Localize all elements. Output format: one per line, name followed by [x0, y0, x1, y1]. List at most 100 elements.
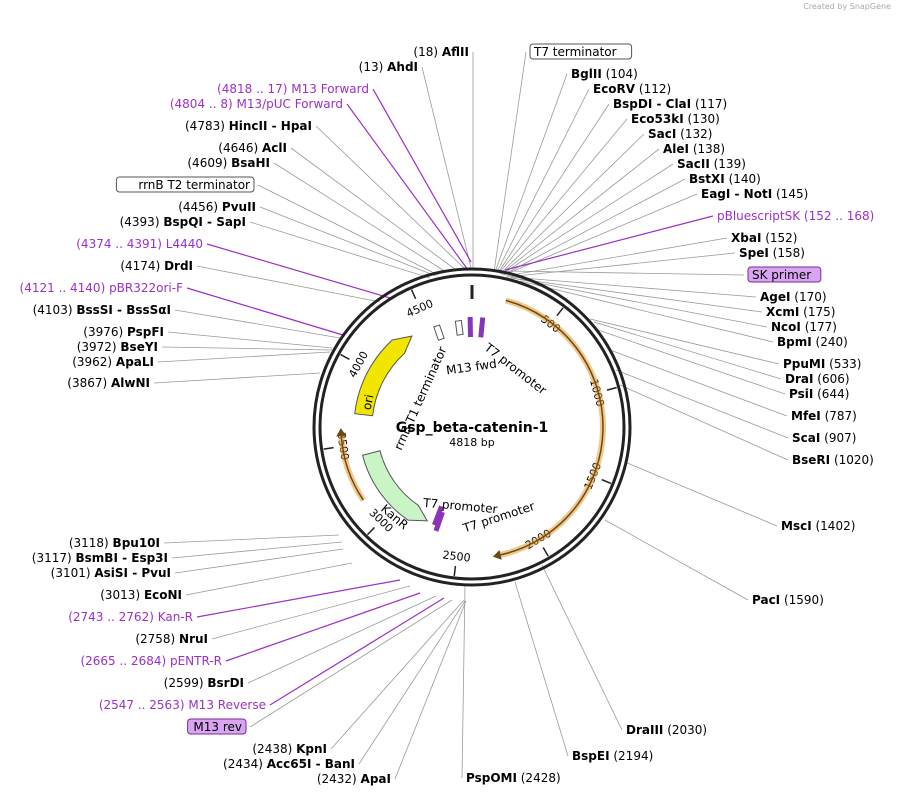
- orf-arrowhead-0: [492, 549, 502, 560]
- site-position: (2432): [317, 772, 361, 786]
- left-label-pbr322ori-f: (4121 .. 4140) pBR322ori-F: [20, 281, 184, 295]
- right-leader-xbai: [505, 237, 728, 277]
- right-label-bseri: BseRI (1020): [792, 453, 874, 467]
- site-name: AhdI: [387, 60, 418, 74]
- right-leader-spei: [506, 252, 736, 278]
- site-position: (4783): [185, 119, 229, 133]
- right-label-sk-primer: SK primer: [752, 268, 811, 282]
- left-label-acc65i-bani: (2434) Acc65I - BanI: [223, 757, 355, 771]
- site-name: EagI - NotI: [701, 187, 772, 201]
- left-leader-hincii-hpai: [315, 125, 465, 269]
- site-position: (2665 .. 2684): [80, 654, 170, 668]
- site-position: (4818 .. 17): [217, 82, 291, 96]
- right-leader-bglii: [494, 73, 568, 273]
- left-label-rrnb-t2-terminator: rrnB T2 terminator: [138, 178, 250, 192]
- right-label-mfei: MfeI (787): [791, 409, 857, 423]
- right-label-draiii: DraIII (2030): [626, 723, 707, 737]
- right-label-ppumi: PpuMI (533): [783, 357, 861, 371]
- left-leader-bsmbi-esp3i: [171, 541, 343, 559]
- site-name: AleI: [663, 142, 689, 156]
- left-label-asisi-pvui: (3101) AsiSI - PvuI: [51, 566, 171, 580]
- site-position: (2758): [135, 632, 179, 646]
- right-label-agei: AgeI (170): [760, 290, 827, 304]
- left-leader-pvuii: [259, 206, 437, 277]
- left-leader-ahdi: [421, 66, 472, 269]
- site-name: AlwNI: [111, 376, 150, 390]
- snapgene-credit: Created by SnapGene: [803, 2, 891, 11]
- left-leader-rrnb-t2-terminator: [257, 184, 439, 276]
- site-name: MscI: [781, 519, 812, 533]
- site-position: (4393): [120, 215, 164, 229]
- right-leader-msci: [624, 461, 778, 527]
- right-leader-pspomi: [461, 584, 466, 779]
- right-leader-ncoi: [511, 277, 768, 328]
- left-leader-bpu10i: [163, 534, 340, 544]
- left-leader-l4440: [206, 243, 391, 299]
- site-position: (139): [710, 157, 746, 171]
- site-name: Kan-R: [158, 610, 193, 624]
- site-position: (1590): [780, 593, 824, 607]
- site-name: KpnI: [296, 742, 327, 756]
- left-label-l4440: (4374 .. 4391) L4440: [76, 237, 203, 251]
- label-leader-lines: [153, 51, 789, 780]
- site-name: ApaI: [361, 772, 391, 786]
- site-name: EcoRV: [593, 82, 636, 96]
- tick-mark-3000: [366, 526, 376, 536]
- right-leader-drai: [593, 321, 782, 380]
- left-leader-apai: [394, 600, 467, 780]
- ori-feature-arrow: [354, 335, 413, 417]
- site-position: (1020): [830, 453, 874, 467]
- site-position: (907): [820, 431, 856, 445]
- site-name: Bpu10I: [113, 536, 160, 550]
- site-position: (2599): [164, 676, 208, 690]
- t7-promoter-bottom-mark-1: [433, 511, 445, 532]
- site-name: BspQI - SapI: [163, 215, 246, 229]
- right-leader-draiii: [541, 564, 623, 731]
- site-name: XcmI: [766, 305, 799, 319]
- left-leader-bseyi: [161, 346, 333, 351]
- feature-arrows: [354, 316, 486, 532]
- tick-label-2500: 2500: [442, 548, 471, 564]
- right-leader-eco53ki: [498, 118, 628, 274]
- right-leader-bspdi-clai: [497, 103, 610, 274]
- left-leader-pspfi: [167, 331, 333, 349]
- left-label-pvuii: (4456) PvuII: [178, 200, 256, 214]
- site-name: Eco53kI: [631, 112, 684, 126]
- site-name: pBluescriptSK: [717, 209, 801, 223]
- site-position: (1402): [812, 519, 856, 533]
- site-name: PspOMI: [466, 771, 517, 785]
- site-name: EcoNI: [144, 588, 182, 602]
- site-position: (170): [790, 290, 826, 304]
- left-label-m13-forward: (4818 .. 17) M13 Forward: [217, 82, 369, 96]
- right-label-ecorv: EcoRV (112): [593, 82, 671, 96]
- left-label-ahdi: (13) AhdI: [359, 60, 418, 74]
- left-leader-acli: [290, 147, 457, 271]
- right-label-pspomi: PspOMI (2428): [466, 771, 561, 785]
- right-label-drai: DraI (606): [785, 372, 850, 386]
- left-label-aflii: (18) AflII: [413, 45, 469, 59]
- left-label-drdi: (4174) DrdI: [120, 259, 193, 273]
- left-leader-m13-rev: [249, 599, 453, 728]
- site-position: (2743 .. 2762): [68, 610, 158, 624]
- left-label-bpu10i: (3118) Bpu10I: [69, 536, 160, 550]
- right-label-xbai: XbaI (152): [731, 231, 798, 245]
- feature-label-rrnb-t1: rrnB T1 terminator: [391, 344, 449, 452]
- site-name: AsiSI - PvuI: [94, 566, 171, 580]
- right-label-bglii: BglII (104): [571, 67, 638, 81]
- left-label-bspqi-sapi: (4393) BspQI - SapI: [120, 215, 246, 229]
- left-label-m13-rev: M13 rev: [193, 720, 242, 734]
- right-label-sacii: SacII (139): [677, 157, 746, 171]
- site-name: BsrDI: [207, 676, 244, 690]
- site-position: (3117): [32, 551, 76, 565]
- left-leader-drdi: [196, 265, 381, 303]
- site-name: BseRI: [792, 453, 830, 467]
- left-label-nrui: (2758) NruI: [135, 632, 208, 646]
- site-position: (18): [413, 45, 441, 59]
- left-leader-m13-puc-forward: [346, 103, 469, 271]
- site-name: BspDI - ClaI: [613, 97, 691, 111]
- left-label-bsssi-bsss-i: (4103) BssSI - BssSαI: [33, 303, 171, 317]
- site-position: (2547 .. 2563): [99, 698, 189, 712]
- site-name: PsiI: [789, 387, 813, 401]
- left-leader-econi: [185, 562, 353, 596]
- backbone-inner-ring: [318, 273, 626, 581]
